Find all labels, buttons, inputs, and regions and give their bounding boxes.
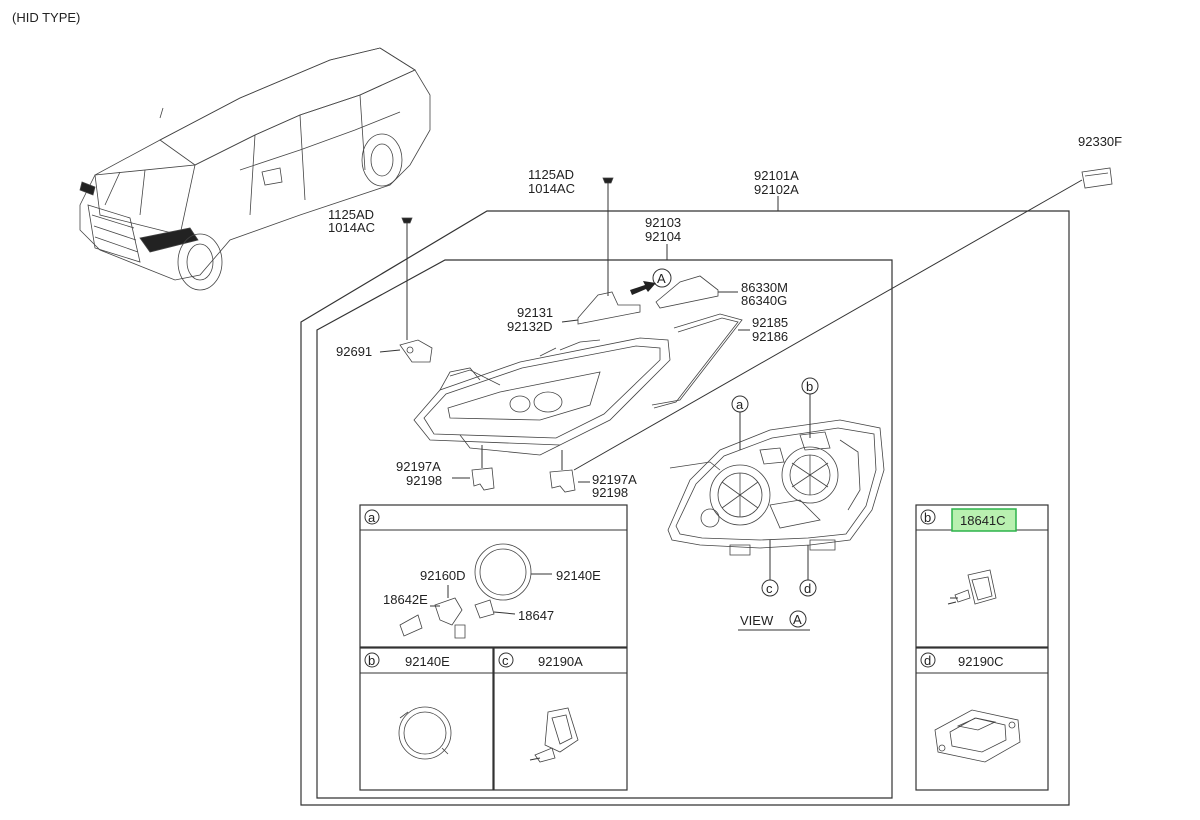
selected-part-highlight[interactable] bbox=[951, 508, 1017, 532]
part-label-92186[interactable]: 92186 bbox=[752, 329, 788, 344]
part-label-92132D[interactable]: 92132D bbox=[507, 319, 553, 334]
hid-bulb-18641C-icon[interactable] bbox=[947, 569, 997, 605]
arrow-icon bbox=[630, 281, 656, 295]
part-label-92103[interactable]: 92103 bbox=[645, 215, 681, 230]
callout-d-view: d bbox=[804, 581, 811, 596]
callout-A-view: A bbox=[793, 612, 802, 627]
view-label: VIEW bbox=[740, 613, 774, 628]
part-label-92131[interactable]: 92131 bbox=[517, 305, 553, 320]
socket-92190A-icon[interactable] bbox=[529, 707, 579, 763]
clip-92197A-right[interactable] bbox=[549, 450, 590, 493]
headlamp-rear-view[interactable] bbox=[667, 419, 885, 556]
part-label-1125AD-left[interactable]: 1125AD bbox=[328, 207, 374, 222]
part-label-1014AC-top[interactable]: 1014AC bbox=[528, 181, 575, 196]
part-label-92197A-right[interactable]: 92197A bbox=[592, 472, 637, 487]
trim-strip-92185[interactable] bbox=[651, 313, 750, 409]
part-label-86340G[interactable]: 86340G bbox=[741, 293, 787, 308]
callout-b-box-right: b bbox=[924, 510, 931, 525]
ring-92140E-icon[interactable] bbox=[398, 706, 452, 760]
bracket-92691[interactable] bbox=[379, 339, 433, 363]
part-label-18647[interactable]: 18647 bbox=[518, 608, 554, 623]
housing-inner-frame bbox=[316, 244, 893, 799]
part-label-92198-right[interactable]: 92198 bbox=[592, 485, 628, 500]
part-label-92140E-a[interactable]: 92140E bbox=[556, 568, 601, 583]
callout-c-view: c bbox=[766, 581, 773, 596]
part-label-1125AD-top[interactable]: 1125AD bbox=[528, 167, 574, 182]
view-callout-A[interactable] bbox=[652, 268, 672, 288]
detail-box-d bbox=[915, 647, 1049, 791]
part-label-86330M[interactable]: 86330M bbox=[741, 280, 788, 295]
part-label-1014AC-left[interactable]: 1014AC bbox=[328, 220, 375, 235]
bracket-92131[interactable] bbox=[561, 291, 641, 325]
part-label-92330F[interactable]: 92330F bbox=[1078, 134, 1122, 149]
part-label-92160D[interactable]: 92160D bbox=[420, 568, 466, 583]
part-label-92185[interactable]: 92185 bbox=[752, 315, 788, 330]
headlamp-assembly[interactable] bbox=[413, 337, 671, 456]
diagram-title: (HID TYPE) bbox=[12, 10, 80, 25]
detail-box-c bbox=[493, 647, 628, 791]
callout-a-box: a bbox=[368, 510, 376, 525]
callout-A-top: A bbox=[657, 271, 666, 286]
view-callout-A-circle[interactable] bbox=[789, 610, 807, 628]
part-label-92140E-b[interactable]: 92140E bbox=[405, 654, 450, 669]
part-label-18641C[interactable]: 18641C bbox=[960, 513, 1006, 528]
clip-92197A-left[interactable] bbox=[452, 445, 495, 491]
callout-c-box: c bbox=[502, 653, 509, 668]
part-label-92102A[interactable]: 92102A bbox=[754, 182, 799, 197]
part-label-92197A-left[interactable]: 92197A bbox=[396, 459, 441, 474]
detail-box-a bbox=[359, 504, 628, 648]
part-label-92198-left[interactable]: 92198 bbox=[406, 473, 442, 488]
bracket-86330M[interactable] bbox=[655, 275, 738, 309]
part-label-92190C[interactable]: 92190C bbox=[958, 654, 1004, 669]
connector-92330F[interactable] bbox=[573, 167, 1113, 471]
assembly-outer-frame bbox=[300, 196, 1070, 806]
callout-d-box: d bbox=[924, 653, 931, 668]
part-label-92101A[interactable]: 92101A bbox=[754, 168, 799, 183]
part-label-92104[interactable]: 92104 bbox=[645, 229, 681, 244]
part-label-92691[interactable]: 92691 bbox=[336, 344, 372, 359]
callout-b-box: b bbox=[368, 653, 375, 668]
callout-b-view: b bbox=[806, 379, 813, 394]
part-label-92190A[interactable]: 92190A bbox=[538, 654, 583, 669]
callout-a-view: a bbox=[736, 397, 744, 412]
part-label-18642E[interactable]: 18642E bbox=[383, 592, 428, 607]
ballast-92190C-icon[interactable] bbox=[934, 709, 1021, 763]
detail-box-b-ring bbox=[359, 647, 494, 791]
car-illustration bbox=[79, 47, 431, 291]
screw-icon bbox=[401, 177, 614, 340]
bulb-assembly-icon[interactable] bbox=[399, 543, 552, 639]
